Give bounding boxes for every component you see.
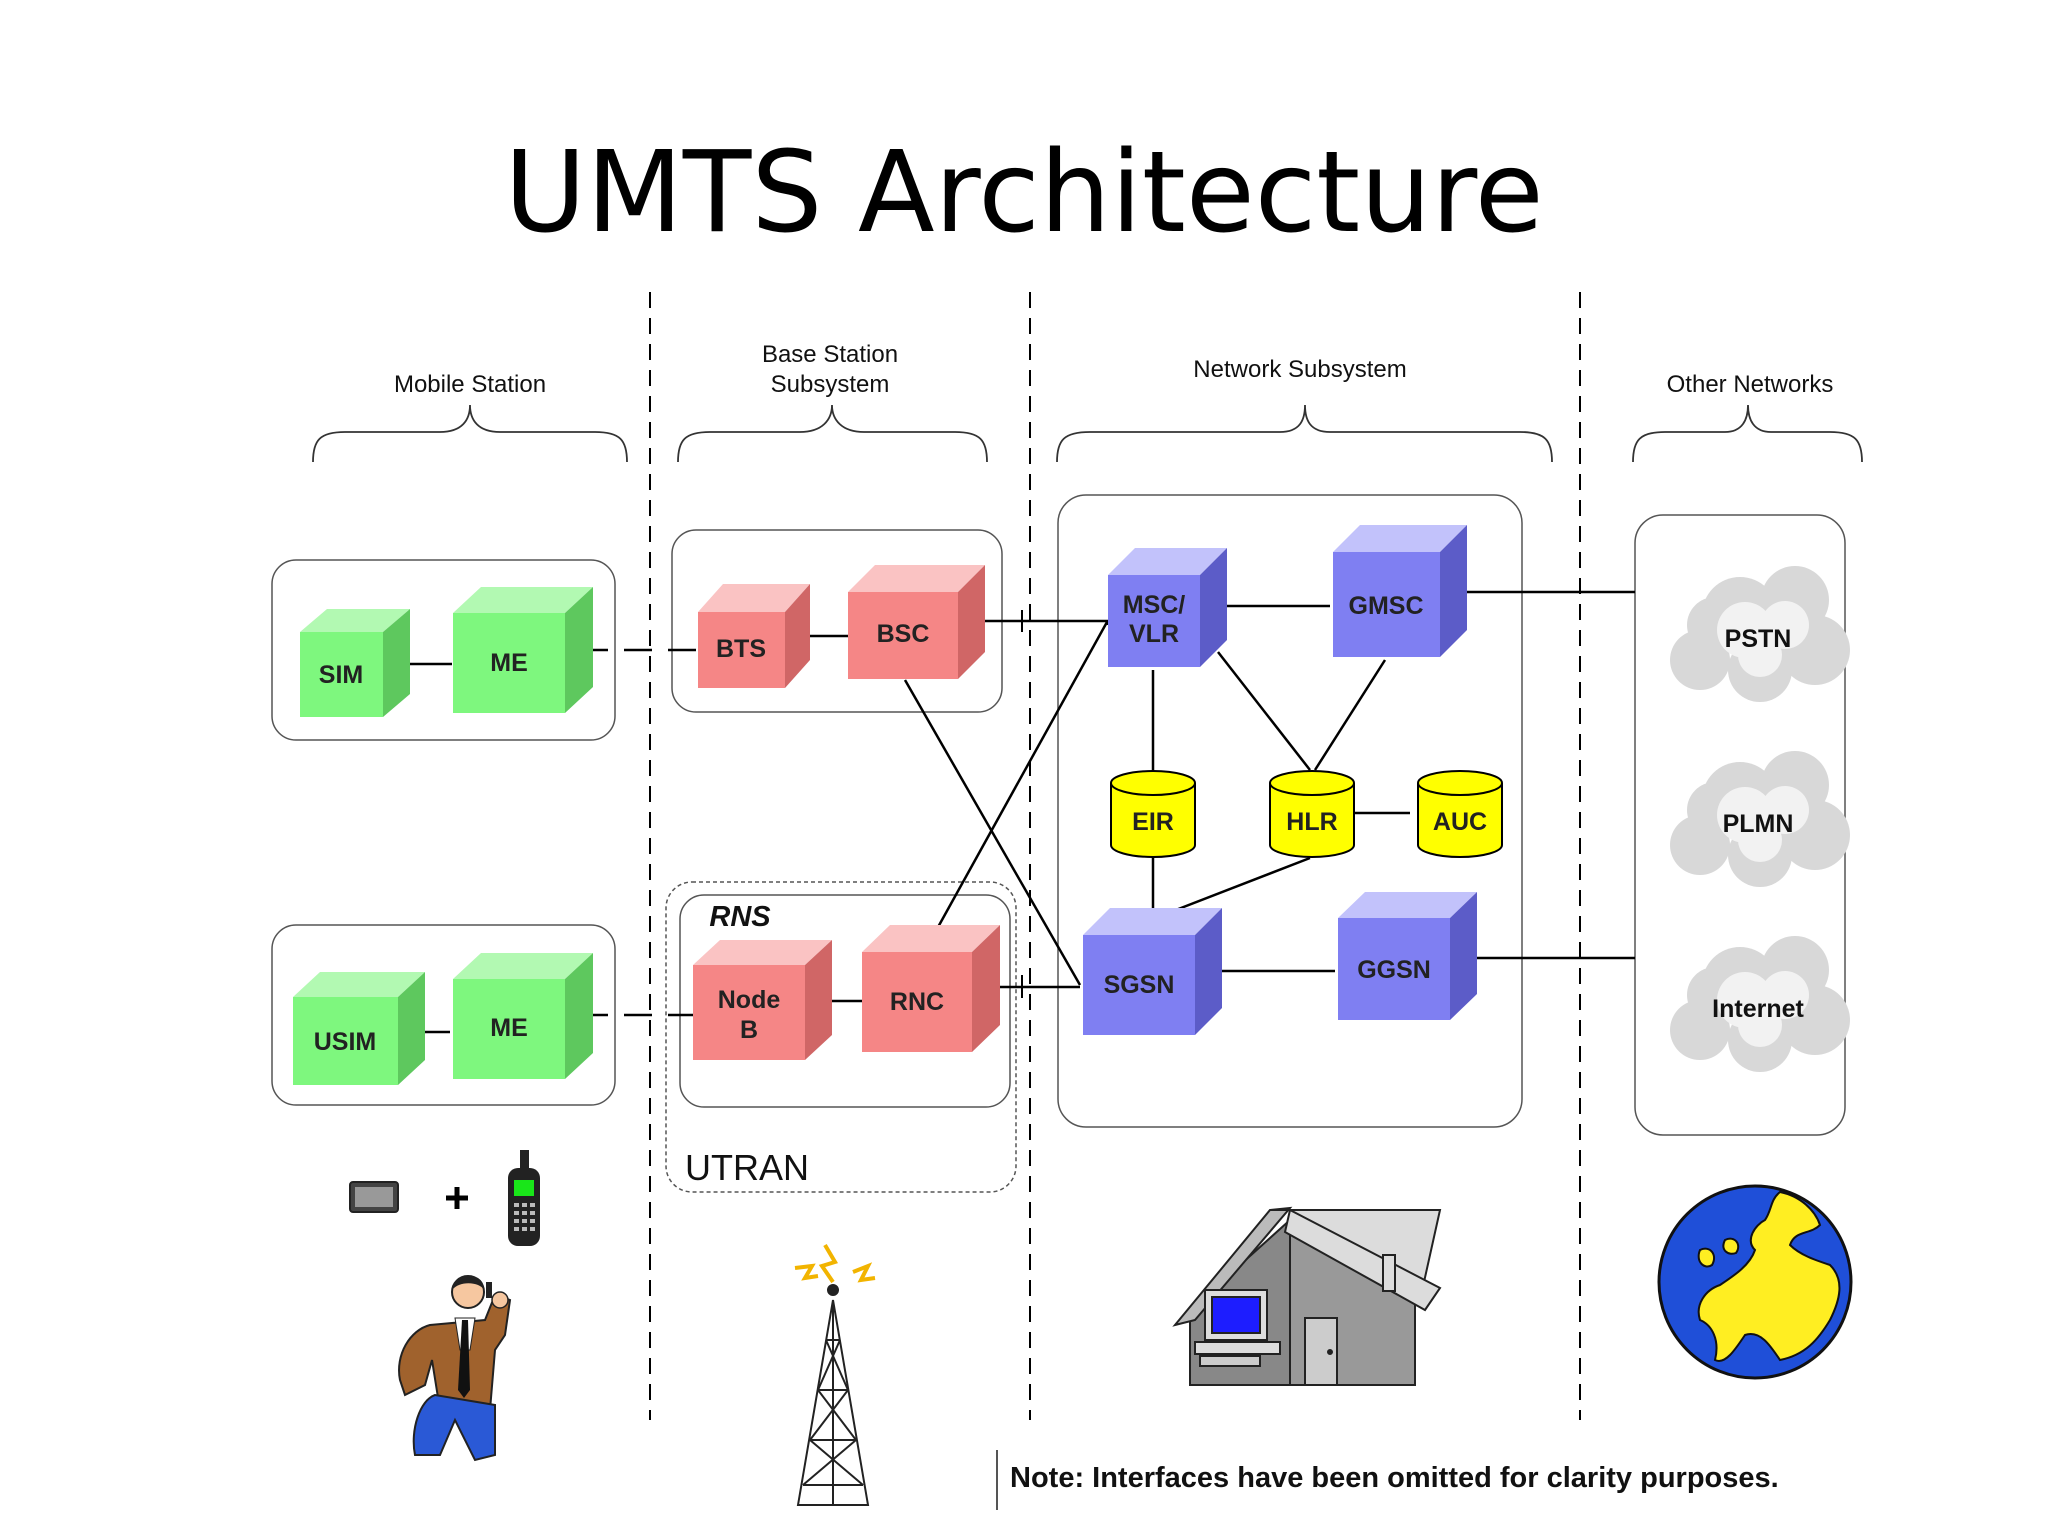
link-msc-hlr bbox=[1217, 651, 1311, 771]
container-ms-bottom bbox=[271, 924, 616, 1106]
mobile-phone-icon bbox=[508, 1150, 540, 1246]
container-ms-top bbox=[271, 559, 616, 741]
node-msc-vlr: MSC/ VLR bbox=[1108, 548, 1227, 667]
link-gmsc-hlr bbox=[1313, 659, 1387, 771]
cloud-pstn: PSTN bbox=[1670, 566, 1850, 702]
section-base-station: Base Station Subsystem bbox=[700, 340, 960, 400]
node-bts: BTS bbox=[698, 584, 810, 688]
node-ggsn-label: GGSN bbox=[1357, 956, 1431, 984]
node-sgsn: SGSN bbox=[1083, 908, 1222, 1035]
house-computer-icon bbox=[1172, 1206, 1442, 1386]
rns-label: RNS bbox=[709, 901, 771, 933]
node-node-b-label-line1: Node bbox=[718, 986, 781, 1014]
section-label-line2: Subsystem bbox=[770, 371, 890, 398]
section-label: Other Networks bbox=[1666, 371, 1834, 398]
node-me-bottom-label: ME bbox=[490, 1014, 528, 1042]
node-hlr-label: HLR bbox=[1286, 808, 1337, 836]
node-rnc-label: RNC bbox=[890, 988, 944, 1016]
node-me-bottom: ME bbox=[453, 953, 593, 1079]
node-sim-label: SIM bbox=[319, 661, 363, 689]
cloud-pstn-label: PSTN bbox=[1725, 625, 1792, 653]
node-gmsc: GMSC bbox=[1333, 525, 1467, 657]
node-eir: EIR bbox=[1110, 770, 1196, 858]
cloud-internet-label: Internet bbox=[1712, 995, 1804, 1023]
section-label-line1: Base Station bbox=[761, 341, 899, 368]
container-rns bbox=[679, 894, 1011, 1108]
node-auc: AUC bbox=[1417, 770, 1503, 858]
node-me-top: ME bbox=[453, 587, 593, 713]
node-bts-label: BTS bbox=[716, 635, 766, 663]
node-bsc-label: BSC bbox=[877, 620, 930, 648]
section-label: Network Subsystem bbox=[1193, 356, 1407, 383]
footnote: Note: Interfaces have been omitted for c… bbox=[1010, 1462, 1779, 1494]
utran-label: UTRAN bbox=[685, 1147, 809, 1188]
cloud-plmn: PLMN bbox=[1670, 751, 1850, 887]
node-msc-vlr-label-line2: VLR bbox=[1129, 620, 1179, 648]
container-network-subsystem bbox=[1057, 494, 1523, 1128]
node-bsc: BSC bbox=[848, 565, 985, 679]
section-other-networks: Other Networks bbox=[1620, 370, 1880, 400]
node-node-b-label-line2: B bbox=[740, 1016, 758, 1044]
node-hlr: HLR bbox=[1269, 770, 1355, 858]
note-divider bbox=[996, 1450, 998, 1510]
node-node-b: Node B bbox=[693, 940, 832, 1060]
cloud-internet: Internet bbox=[1670, 936, 1850, 1072]
brace-network-subsystem bbox=[1056, 404, 1553, 463]
section-braces bbox=[312, 404, 1863, 463]
node-me-top-label: ME bbox=[490, 649, 528, 677]
node-auc-label: AUC bbox=[1433, 808, 1487, 836]
node-usim-label: USIM bbox=[314, 1028, 377, 1056]
plus-icon bbox=[446, 1187, 468, 1209]
brace-base-station bbox=[677, 404, 988, 463]
node-eir-label: EIR bbox=[1132, 808, 1174, 836]
radio-tower-icon bbox=[796, 1284, 870, 1506]
section-network-subsystem: Network Subsystem bbox=[1150, 355, 1450, 385]
container-utran bbox=[665, 881, 1017, 1193]
radio-signal-icon bbox=[794, 1243, 876, 1284]
node-usim: USIM bbox=[293, 972, 425, 1085]
link-bsc-sgsn bbox=[903, 679, 1082, 986]
slide-title: UMTS Architecture bbox=[504, 128, 1544, 258]
section-dividers bbox=[649, 292, 1581, 1420]
section-mobile-station: Mobile Station bbox=[340, 370, 600, 400]
brace-mobile-station bbox=[312, 404, 628, 463]
node-sgsn-label: SGSN bbox=[1104, 971, 1175, 999]
globe-icon bbox=[1657, 1184, 1853, 1380]
link-rnc-msc bbox=[930, 621, 1109, 939]
node-msc-vlr-label-line1: MSC/ bbox=[1123, 591, 1186, 619]
person-on-phone-icon bbox=[398, 1275, 512, 1462]
node-gmsc-label: GMSC bbox=[1349, 592, 1424, 620]
node-rnc: RNC bbox=[862, 925, 1000, 1052]
brace-other-networks bbox=[1632, 404, 1863, 463]
link-bsc-msc bbox=[975, 619, 1110, 625]
node-ggsn: GGSN bbox=[1338, 892, 1477, 1020]
node-sim: SIM bbox=[300, 609, 410, 717]
section-label: Mobile Station bbox=[393, 371, 547, 398]
cloud-plmn-label: PLMN bbox=[1723, 810, 1794, 838]
smart-card-icon bbox=[349, 1181, 399, 1213]
